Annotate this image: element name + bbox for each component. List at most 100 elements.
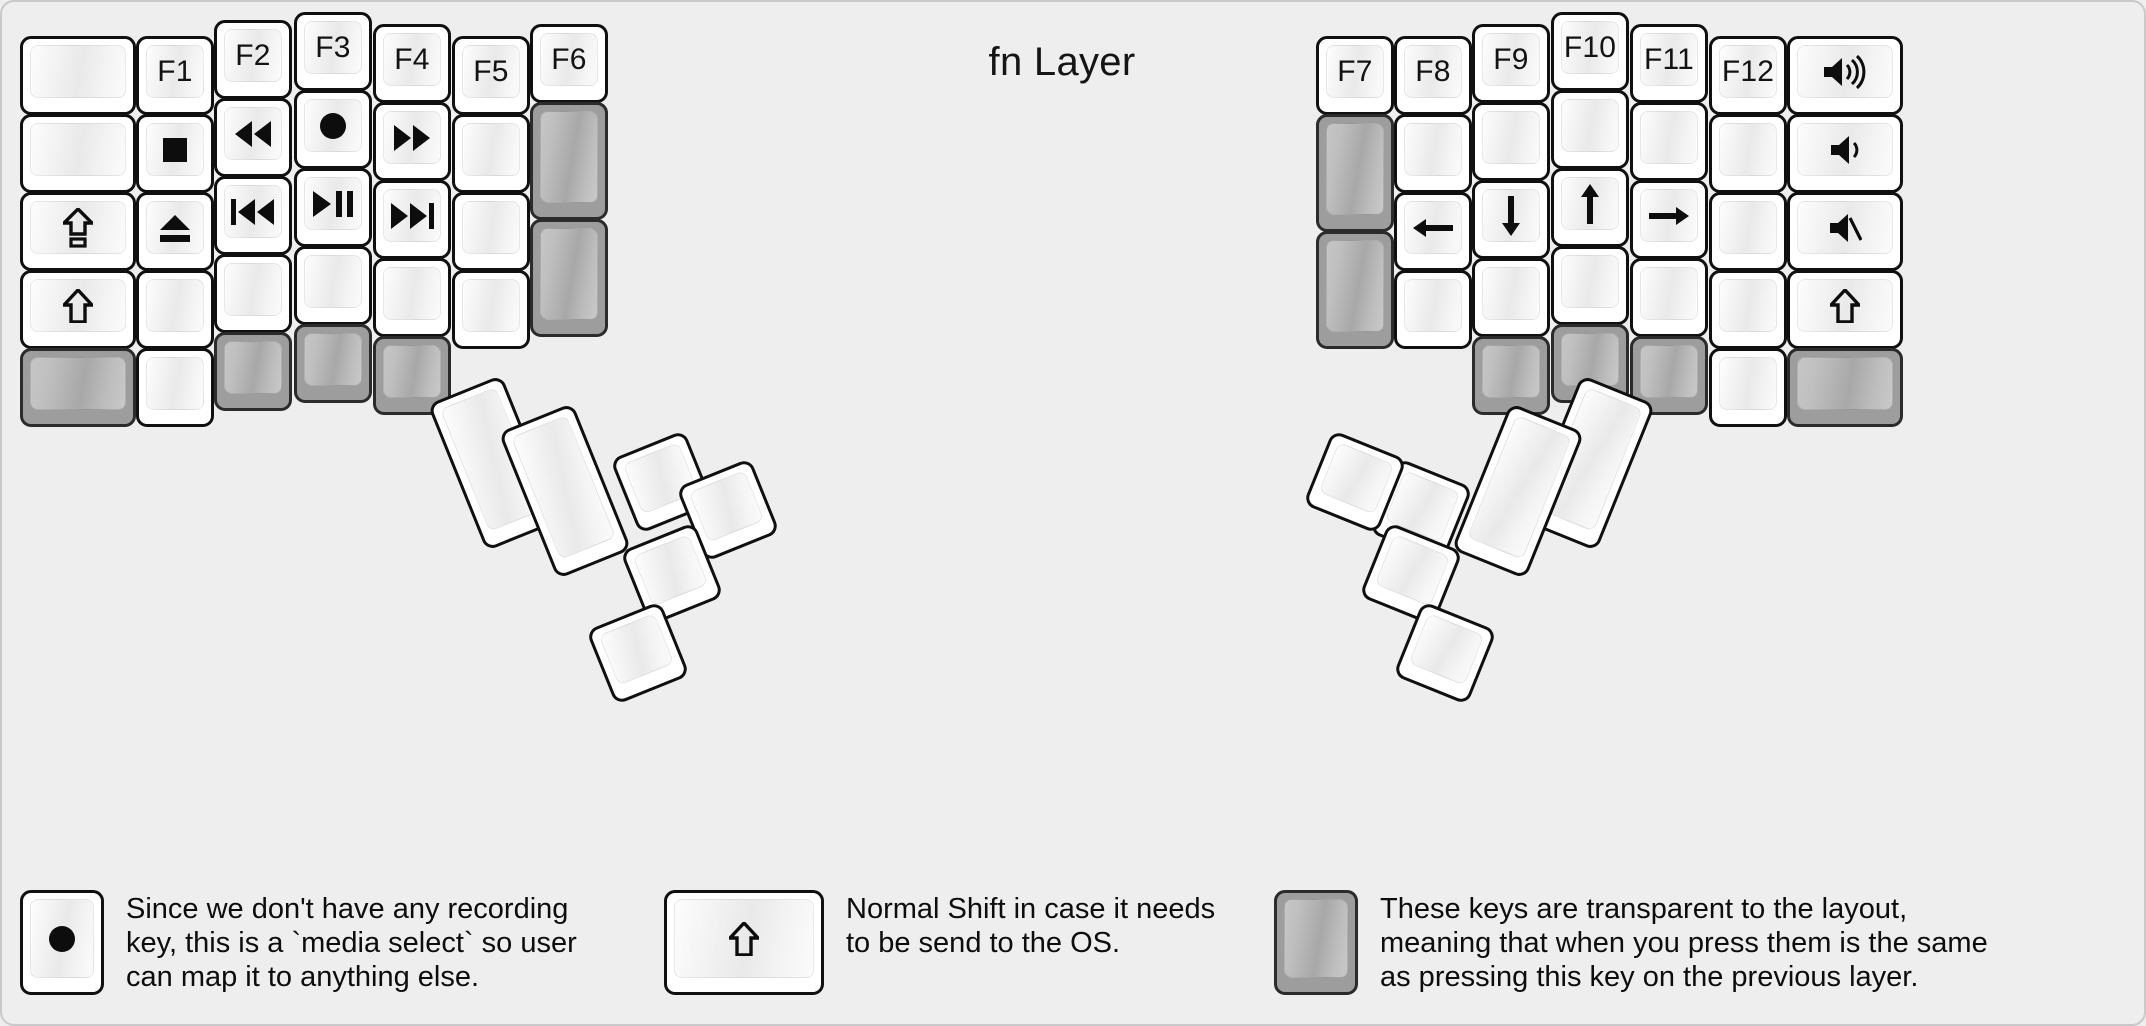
right-key-c2r3[interactable] [1394, 192, 1472, 271]
right-key-c7r3[interactable] [1787, 192, 1903, 271]
keycap-surface [383, 111, 441, 164]
right-key-c6r5[interactable] [1709, 348, 1787, 427]
right-key-c7r5[interactable] [1787, 348, 1903, 427]
keycap-surface [30, 123, 126, 176]
left-key-c6r3[interactable] [452, 192, 530, 271]
right-key-c7r4[interactable] [1787, 270, 1903, 349]
left-key-c2r2[interactable] [136, 114, 214, 193]
keycap-surface [383, 189, 441, 242]
left-key-c4r2[interactable] [294, 90, 372, 169]
left-key-c3r4[interactable] [214, 254, 292, 333]
volume-mute-icon [1828, 211, 1862, 245]
right-key-c5r3[interactable] [1630, 180, 1708, 259]
left-key-c2r1[interactable]: F1 [136, 36, 214, 115]
shift-icon [1830, 288, 1860, 323]
right-key-c7r2[interactable] [1787, 114, 1903, 193]
right-key-c1r2[interactable] [1316, 114, 1394, 232]
stop-icon [162, 137, 188, 163]
right-key-c3r1[interactable]: F9 [1472, 24, 1550, 103]
keycap-surface [462, 201, 520, 254]
legend-key-2 [664, 890, 824, 995]
left-key-c5r5[interactable] [373, 336, 451, 415]
left-key-c1r4[interactable] [20, 270, 136, 349]
record-icon [318, 111, 348, 141]
key-label: F8 [1415, 54, 1451, 88]
legend-text-3: These keys are transparent to the layout… [1380, 893, 1988, 994]
right-key-c6r4[interactable] [1709, 270, 1787, 349]
keycap-surface [632, 534, 709, 607]
left-key-c4r3[interactable] [294, 168, 372, 247]
right-key-c5r1[interactable]: F11 [1630, 24, 1708, 103]
keycap-surface [224, 341, 282, 394]
left-key-c2r3[interactable] [136, 192, 214, 271]
arrow-left-icon [1413, 215, 1453, 241]
arrow-up-icon [1577, 183, 1603, 224]
keycap-surface [1561, 99, 1619, 152]
key-label: F2 [235, 38, 271, 72]
right-key-c5r4[interactable] [1630, 258, 1708, 337]
left-key-c3r1[interactable]: F2 [214, 20, 292, 99]
right-key-c4r1[interactable]: F10 [1551, 12, 1629, 91]
right-key-c5r2[interactable] [1630, 102, 1708, 181]
legend-key-sample-2 [664, 890, 824, 995]
right-key-c1r1[interactable]: F7 [1316, 36, 1394, 115]
left-key-c5r3[interactable] [373, 180, 451, 259]
keycap-surface [1719, 279, 1777, 332]
right-key-c2r4[interactable] [1394, 270, 1472, 349]
right-key-c4r2[interactable] [1551, 90, 1629, 169]
keycap-surface: F11 [1640, 33, 1698, 86]
left-key-c7r2[interactable] [530, 102, 608, 220]
right-key-c4r3[interactable] [1551, 168, 1629, 247]
left-key-c1r5[interactable] [20, 348, 136, 427]
left-key-c1r3[interactable] [20, 192, 136, 271]
right-key-c6r1[interactable]: F12 [1709, 36, 1787, 115]
left-key-c5r2[interactable] [373, 102, 451, 181]
left-key-c4r1[interactable]: F3 [294, 12, 372, 91]
right-key-c3r4[interactable] [1472, 258, 1550, 337]
keycap-surface [462, 279, 520, 332]
keycap-surface [383, 267, 441, 320]
keycap-surface [304, 333, 362, 386]
left-key-c2r4[interactable] [136, 270, 214, 349]
right-key-c1r3[interactable] [1316, 231, 1394, 349]
key-label: F3 [315, 30, 351, 64]
keycap-surface [1797, 123, 1893, 176]
keycap-surface [1797, 279, 1893, 332]
right-key-c4r4[interactable] [1551, 246, 1629, 325]
right-key-c3r3[interactable] [1472, 180, 1550, 259]
left-key-c6r2[interactable] [452, 114, 530, 193]
right-key-c3r5[interactable] [1472, 336, 1550, 415]
right-key-c7r1[interactable] [1787, 36, 1903, 115]
left-key-c6r4[interactable] [452, 270, 530, 349]
left-thumb-key-4[interactable] [585, 600, 691, 706]
left-key-c1r1[interactable] [20, 36, 136, 115]
left-key-c3r3[interactable] [214, 176, 292, 255]
left-key-c5r1[interactable]: F4 [373, 24, 451, 103]
next-track-icon [390, 202, 434, 229]
left-key-c7r1[interactable]: F6 [530, 24, 608, 103]
right-key-c6r3[interactable] [1709, 192, 1787, 271]
left-key-c4r4[interactable] [294, 246, 372, 325]
keycap-surface [688, 470, 765, 543]
right-key-c2r1[interactable]: F8 [1394, 36, 1472, 115]
left-key-c4r5[interactable] [294, 324, 372, 403]
keycap-surface [1797, 201, 1893, 254]
legend-key-sample-3 [1274, 890, 1358, 995]
keycap-surface: F4 [383, 33, 441, 86]
keycap-surface: F8 [1404, 45, 1462, 98]
left-key-c3r5[interactable] [214, 332, 292, 411]
keycap-surface [224, 263, 282, 316]
key-label: F6 [551, 42, 587, 76]
right-key-c3r2[interactable] [1472, 102, 1550, 181]
right-key-c2r2[interactable] [1394, 114, 1472, 193]
keycap-surface [146, 123, 204, 176]
left-key-c7r3[interactable] [530, 219, 608, 337]
left-key-c5r4[interactable] [373, 258, 451, 337]
left-key-c1r2[interactable] [20, 114, 136, 193]
left-key-c6r1[interactable]: F5 [452, 36, 530, 115]
left-key-c3r2[interactable] [214, 98, 292, 177]
left-key-c2r5[interactable] [136, 348, 214, 427]
keycap-surface [1482, 345, 1540, 398]
right-key-c6r2[interactable] [1709, 114, 1787, 193]
keycap-surface [1482, 189, 1540, 242]
